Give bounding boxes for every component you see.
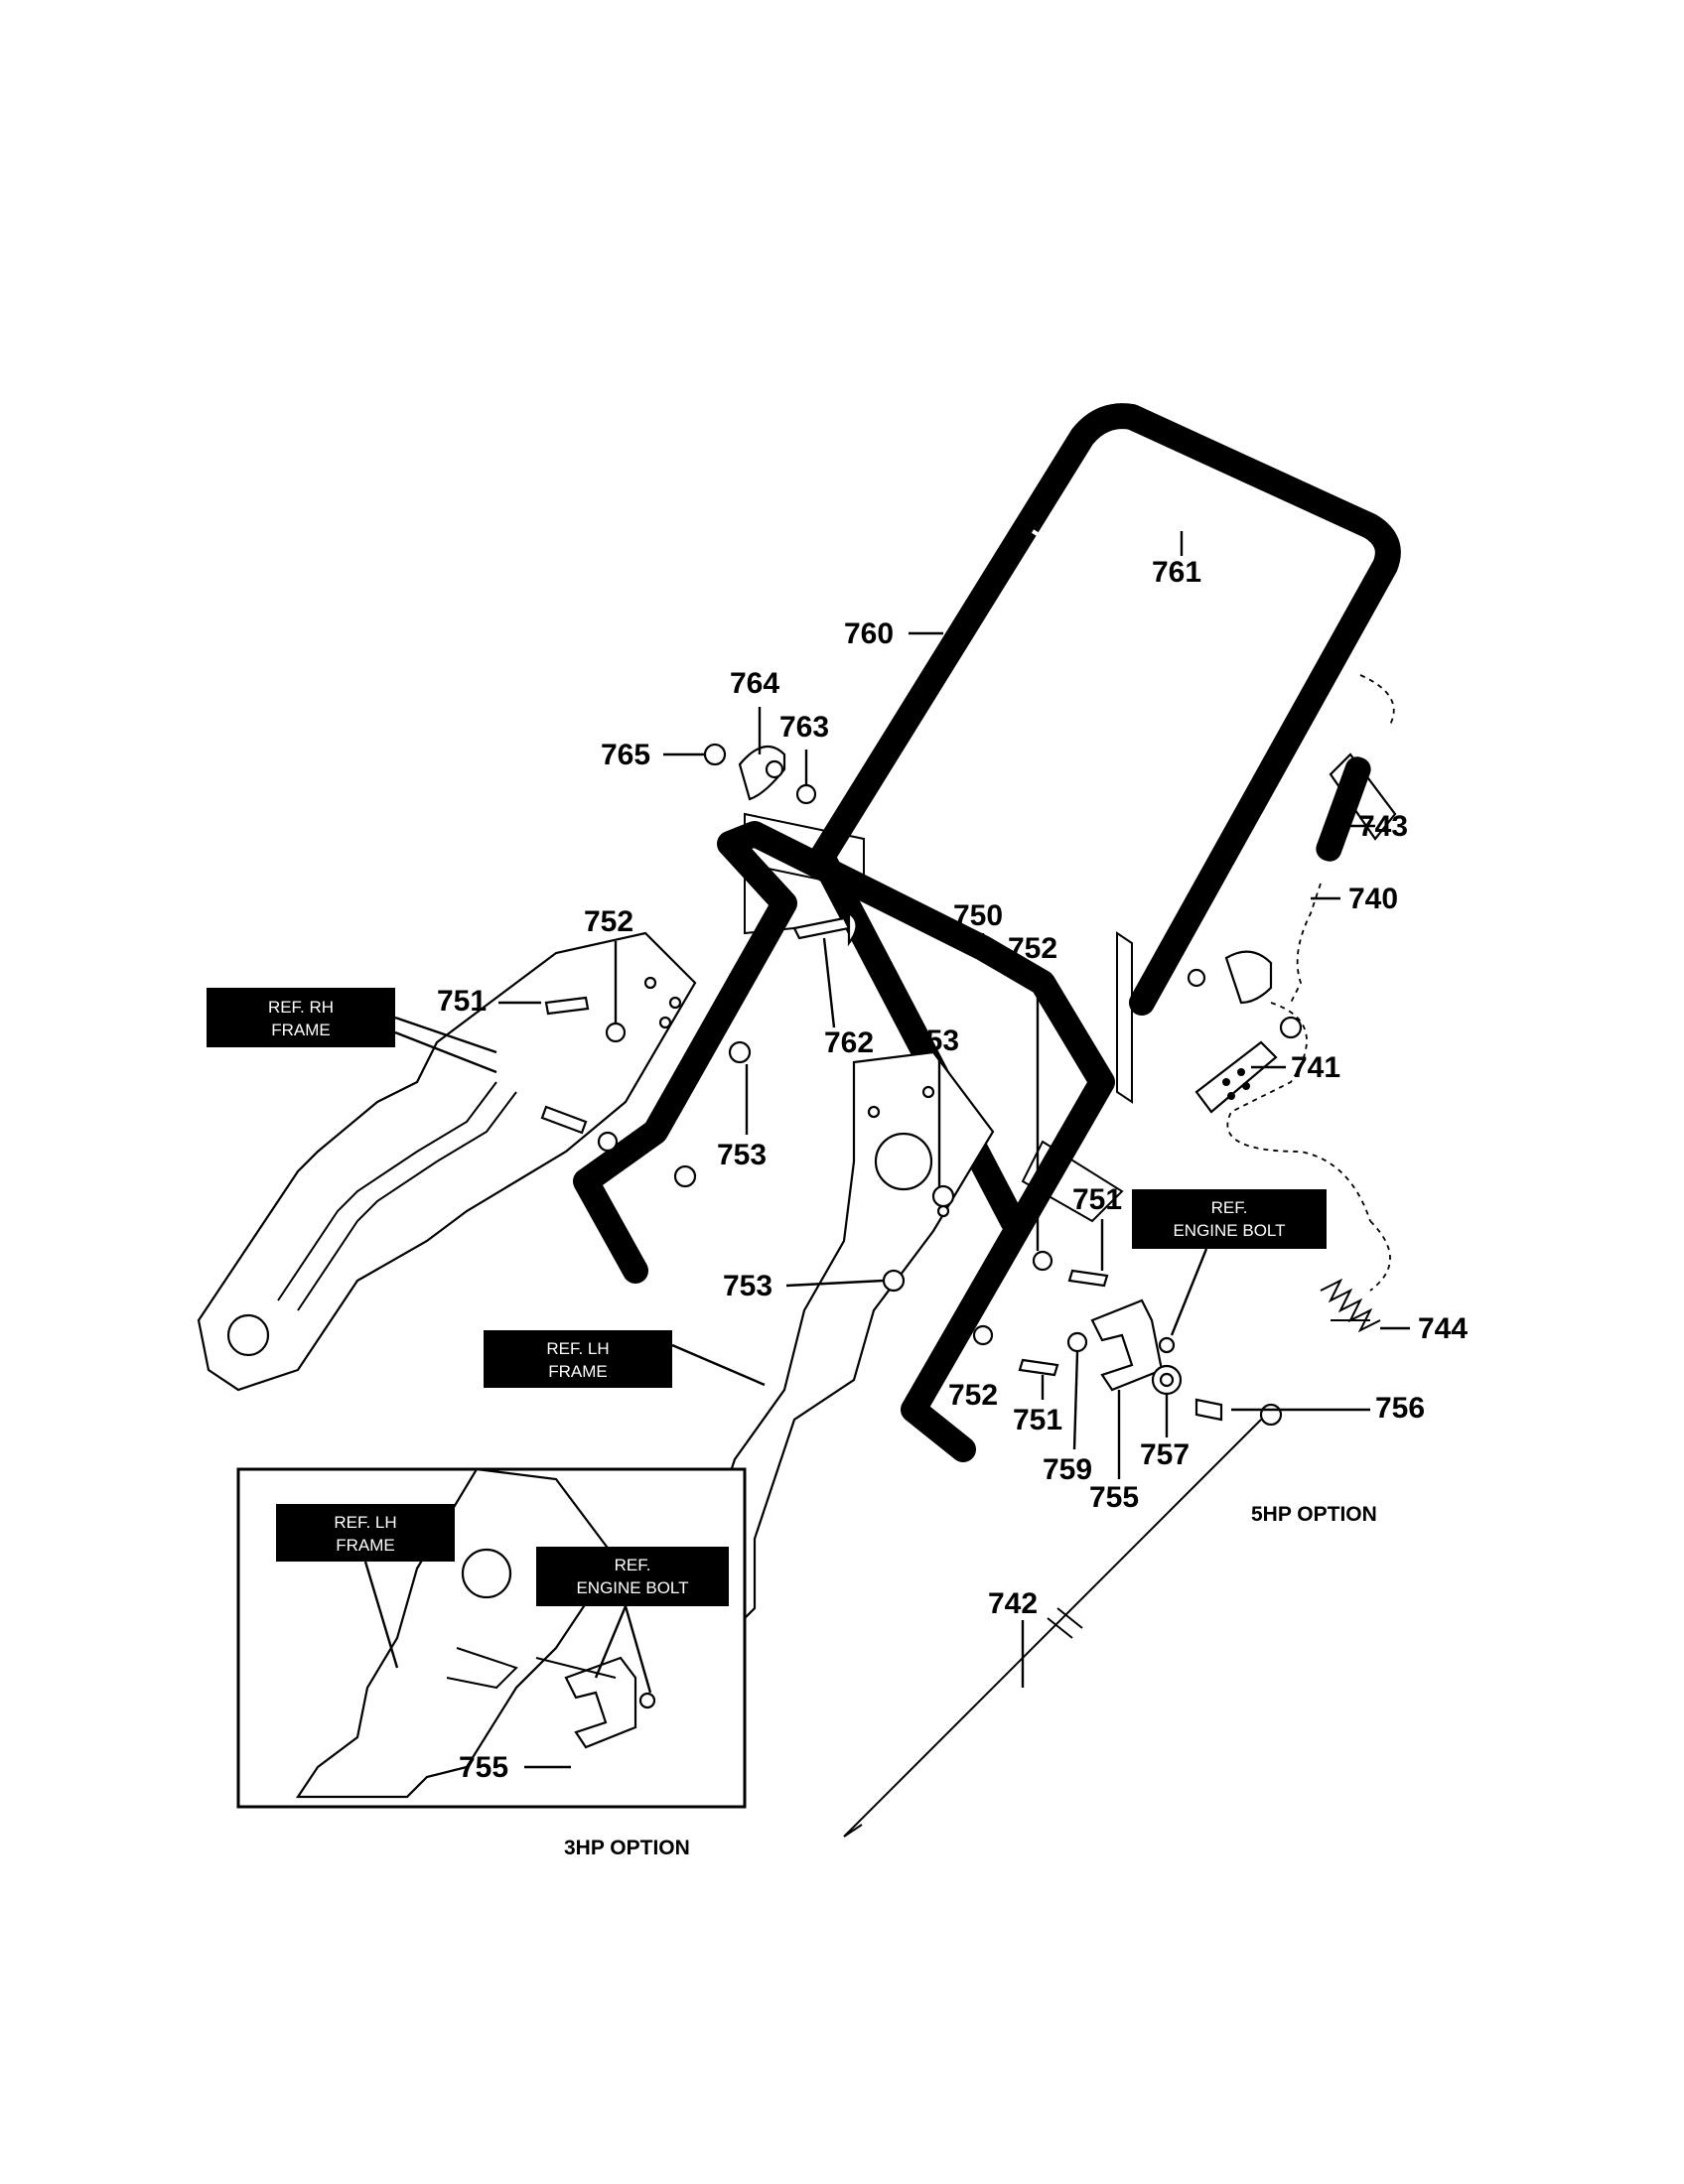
callout-755-a: 755 [1089, 1481, 1139, 1514]
svg-text:REF.: REF. [1211, 1198, 1248, 1217]
callout-740: 740 [1348, 883, 1398, 915]
callout-762: 762 [824, 1026, 874, 1059]
mounting-plates [744, 812, 1133, 1223]
callout-753-b: 753 [717, 1139, 767, 1171]
ref-rh-frame-box: REF. RH FRAME [207, 988, 497, 1074]
svg-text:REF. LH: REF. LH [546, 1339, 609, 1358]
callout-757: 757 [1140, 1438, 1190, 1471]
cable-assembly [843, 674, 1397, 1838]
svg-text:REF. RH: REF. RH [268, 998, 334, 1017]
inset-ref-lh-frame-line1: REF. LH [334, 1513, 396, 1532]
callout-752-c: 752 [948, 1379, 998, 1412]
callout-759: 759 [1043, 1453, 1092, 1486]
callout-760: 760 [844, 617, 894, 650]
callout-753-c: 753 [723, 1270, 772, 1302]
svg-text:ENGINE BOLT: ENGINE BOLT [1173, 1221, 1285, 1240]
callout-763: 763 [779, 711, 829, 744]
ref-lh-frame-box: REF. LH FRAME [484, 1330, 766, 1388]
hardware [540, 743, 1303, 1422]
callout-755-inset: 755 [459, 1751, 508, 1784]
callout-764: 764 [730, 667, 779, 700]
inset-ref-engine-bolt-line2: ENGINE BOLT [576, 1578, 688, 1597]
five-hp-option-label: 5HP OPTION [1251, 1503, 1377, 1526]
callout-744: 744 [1418, 1312, 1468, 1345]
rh-frame [197, 931, 697, 1392]
callout-756: 756 [1375, 1392, 1425, 1425]
callout-751-c: 751 [1013, 1404, 1062, 1436]
callout-761: 761 [1152, 556, 1201, 589]
three-hp-option-label: 3HP OPTION [564, 1837, 690, 1859]
callout-750: 750 [953, 899, 1003, 932]
callout-752-a: 752 [584, 905, 633, 938]
callout-751-b: 751 [1072, 1183, 1122, 1216]
ref-engine-bolt-box: REF. ENGINE BOLT [1132, 1189, 1327, 1336]
inset-ref-lh-frame-line2: FRAME [336, 1536, 395, 1555]
svg-text:FRAME: FRAME [548, 1362, 608, 1381]
svg-text:FRAME: FRAME [271, 1021, 331, 1039]
callout-labels: 761 760 764 763 765 743 740 750 752 752 … [437, 531, 1468, 1688]
callout-753-a: 753 [910, 1024, 959, 1057]
callout-741: 741 [1291, 1051, 1340, 1084]
callout-765: 765 [601, 739, 650, 771]
three-hp-inset: REF. LH FRAME REF. ENGINE BOLT 755 [236, 1467, 747, 1809]
callout-751-a: 751 [437, 985, 487, 1018]
inset-ref-engine-bolt-line1: REF. [615, 1556, 651, 1574]
callout-742: 742 [988, 1587, 1038, 1620]
extension-spring [1320, 1278, 1381, 1333]
callout-752-b: 752 [1008, 932, 1057, 965]
